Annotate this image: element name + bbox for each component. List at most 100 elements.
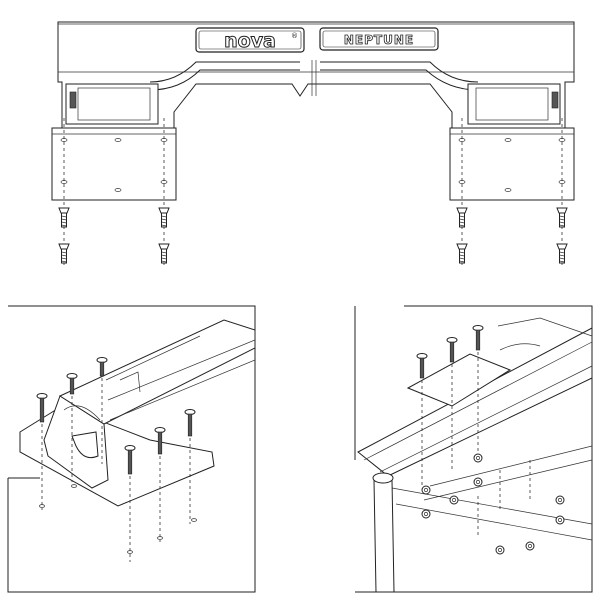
left-plate-hole: [114, 188, 122, 192]
bolt-thread: [161, 251, 167, 254]
nut-icon: [555, 495, 565, 505]
nut-icon: [555, 515, 565, 525]
frame-arm-right: [320, 61, 479, 91]
bolt-thread: [61, 224, 67, 227]
bolt-thread: [61, 257, 67, 260]
nut-hole: [424, 488, 428, 492]
nut-icon: [449, 495, 459, 505]
table-leg-top: [372, 472, 394, 484]
nut-icon: [421, 509, 431, 519]
frame-beam: [57, 21, 575, 129]
detail-panel-left: [7, 305, 256, 593]
right-plate-body: [449, 127, 575, 201]
rail-line-2: [109, 359, 256, 421]
bolt-thread: [61, 218, 67, 221]
nut-hole: [476, 456, 480, 460]
nut-icon: [473, 477, 483, 487]
left-bracket-clamp: [69, 91, 77, 109]
left-plate-hole: [114, 138, 122, 142]
top-frame-assembly: nova ® NEPTUNE: [51, 21, 575, 266]
bolt-thread: [161, 215, 167, 218]
bolt-head-icon: [556, 207, 568, 214]
bolt-thread: [161, 257, 167, 260]
rail-clip: [119, 371, 141, 393]
table-rail: [357, 327, 593, 477]
bolt-shank: [39, 397, 45, 423]
bolt-thread: [559, 254, 565, 257]
bolt-thread: [161, 218, 167, 221]
bolt-thread: [61, 254, 67, 257]
bolt-thread: [459, 218, 465, 221]
nut-icon: [495, 545, 505, 555]
underframe-lines-2: [423, 445, 593, 501]
left-plate-body: [51, 127, 177, 201]
bolt-thread: [559, 218, 565, 221]
cable-loop: [499, 343, 541, 351]
bolt-thread: [559, 221, 565, 224]
nut-hole: [558, 518, 562, 522]
bolt-shank: [187, 413, 193, 437]
bolt-thread: [459, 251, 465, 254]
fastener-hole: [71, 484, 77, 488]
bracket-block-top: [58, 319, 256, 425]
bolt-thread: [459, 215, 465, 218]
right-bracket-window: [475, 87, 549, 121]
nut-icon: [525, 541, 535, 551]
registered-mark: ®: [291, 32, 298, 40]
bolt-head-icon: [158, 243, 170, 250]
frame-arm-left: [149, 61, 300, 91]
nut-hole: [528, 544, 532, 548]
bolt-thread: [559, 224, 565, 227]
bracket-cutout: [71, 431, 99, 459]
panel-left-frame: [7, 305, 256, 593]
bolt-head-icon: [58, 243, 70, 250]
bolt-head-icon: [158, 207, 170, 214]
nut-hole: [558, 498, 562, 502]
right-mounting-plate: [449, 127, 575, 201]
bolt-thread: [61, 221, 67, 224]
nut-hole: [452, 498, 456, 502]
bolt-head-icon: [556, 243, 568, 250]
fastener-hole: [39, 504, 45, 508]
bolt-thread: [459, 257, 465, 260]
bolt-shank: [419, 357, 425, 379]
bolt-shank: [449, 341, 455, 363]
nut-icon: [473, 453, 483, 463]
bolt-thread: [161, 221, 167, 224]
top-view-bolts: [58, 118, 568, 266]
nova-logo-text: nova: [224, 30, 276, 52]
neptune-model-badge: NEPTUNE: [319, 27, 439, 51]
rail-line: [107, 339, 256, 401]
cable-clip: [497, 317, 593, 337]
rail-line-3: [105, 335, 201, 381]
bolt-shank: [69, 377, 75, 395]
bolt-thread: [459, 221, 465, 224]
bolt-thread: [61, 260, 67, 263]
left-mounting-plate: [51, 127, 177, 201]
bolt-thread: [559, 215, 565, 218]
panel-right-frame: [354, 305, 593, 593]
table-rail-edge-2: [379, 365, 593, 473]
left-bracket-box: [65, 83, 159, 125]
bolt-thread: [459, 224, 465, 227]
right-bracket-box: [467, 83, 561, 125]
left-bracket-window: [77, 87, 151, 121]
bolt-shank: [99, 361, 105, 377]
bolt-thread: [161, 254, 167, 257]
right-panel-bolts: [416, 325, 565, 555]
bolt-shank: [475, 329, 481, 351]
right-plate-hole: [504, 188, 512, 192]
nut-hole: [476, 480, 480, 484]
bolt-thread: [559, 260, 565, 263]
detail-panel-right: [354, 305, 593, 593]
bolt-head-icon: [456, 243, 468, 250]
bolt-thread: [559, 251, 565, 254]
bolt-thread: [61, 251, 67, 254]
neptune-model-text: NEPTUNE: [344, 33, 414, 47]
nut-hole: [424, 512, 428, 516]
nut-icon: [421, 485, 431, 495]
bolt-head-icon: [58, 207, 70, 214]
bolt-thread: [559, 257, 565, 260]
left-panel-bolts: [36, 357, 197, 562]
